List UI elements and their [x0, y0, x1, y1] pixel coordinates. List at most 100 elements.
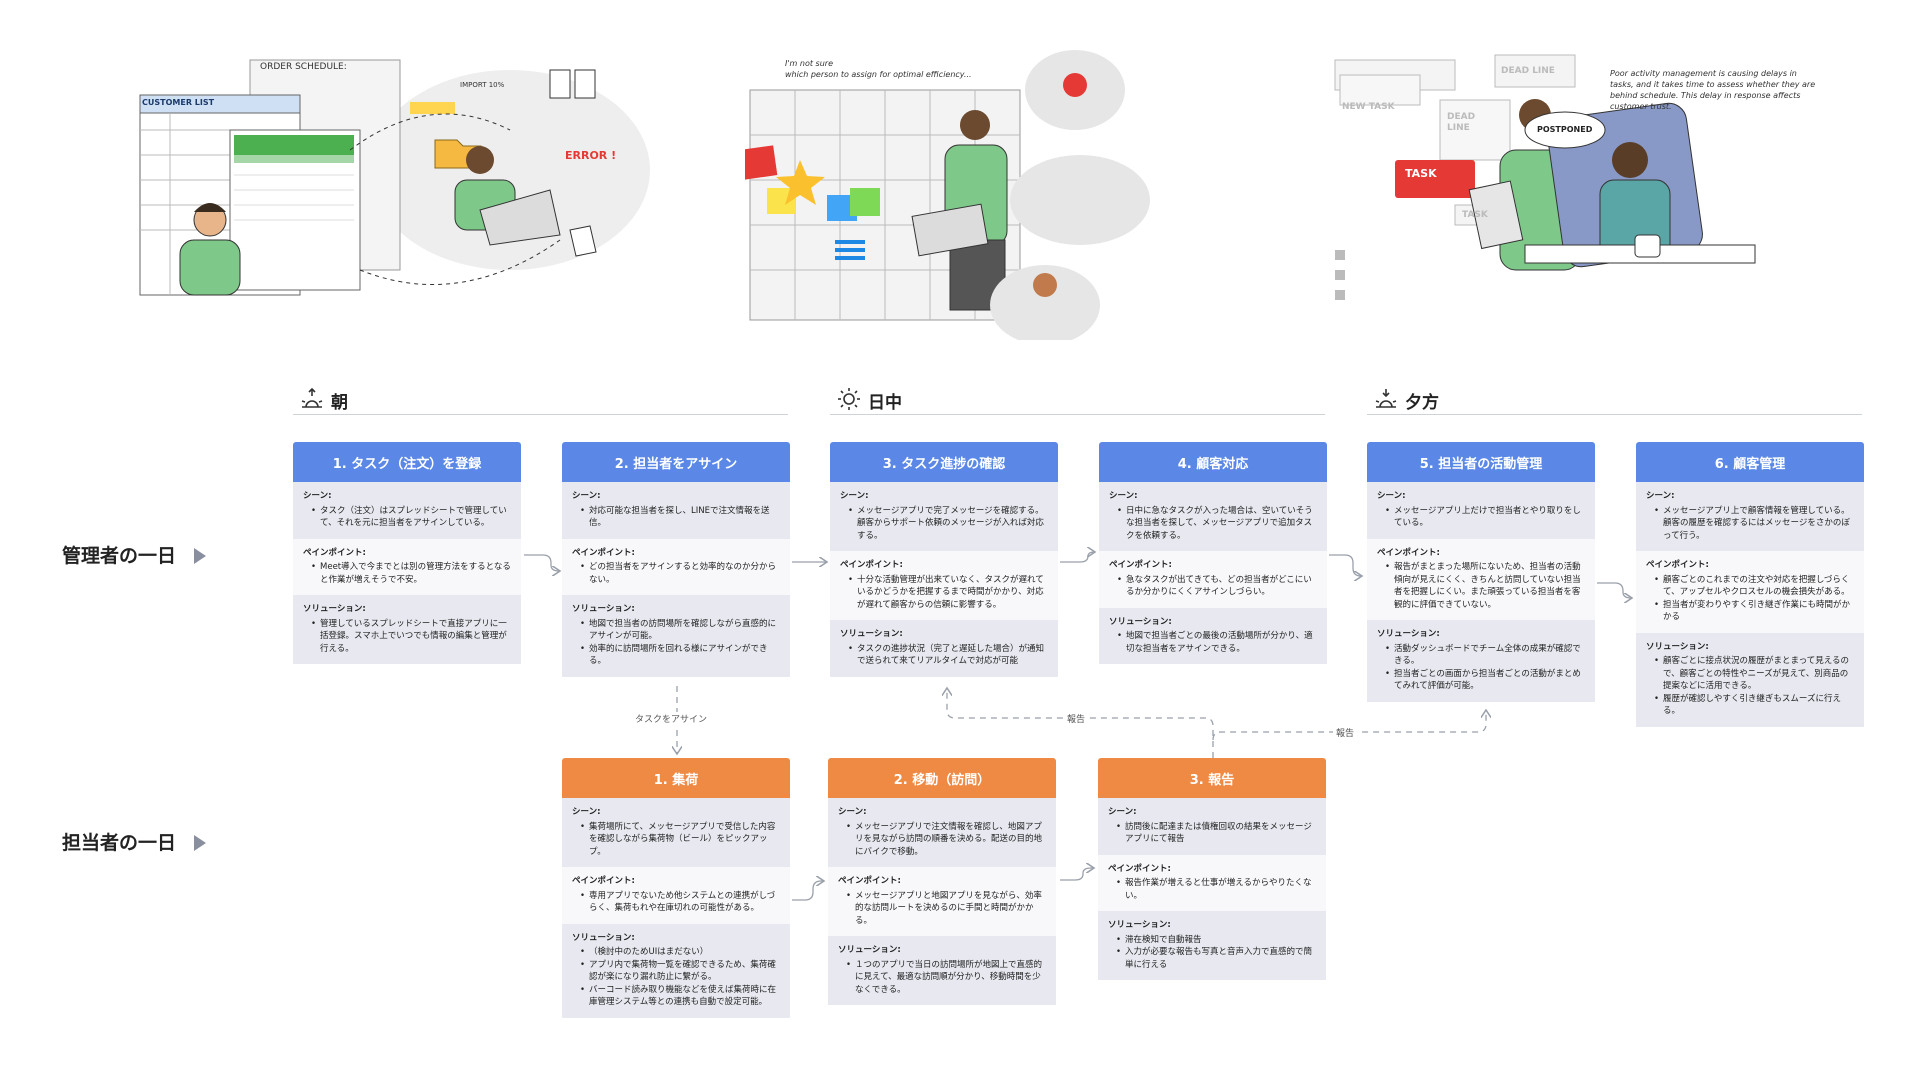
card-title: 3. 報告 — [1098, 758, 1326, 798]
pain-section: ペインポイント:どの担当者をアサインすると効率的なのか分からない。 — [562, 538, 790, 595]
scene-item: メッセージアプリで注文情報を確認し、地図アプリを見ながら訪問の順番を決める。配送… — [846, 821, 1046, 859]
manager-card-5: 5. 担当者の活動管理 シーン: メッセージアプリ上だけで担当者とやり取りをしてい… — [1367, 442, 1595, 702]
flow-label-report-2: 報告 — [1333, 726, 1358, 739]
sun-icon — [838, 388, 860, 410]
pain-item: メッセージアプリと地図アプリを見ながら、効率的な訪問ルートを決めるのに手間と時間… — [846, 890, 1046, 928]
connector-m3-m4 — [1060, 552, 1095, 563]
connector-m4-m5 — [1329, 554, 1362, 576]
solution-item: 地図で担当者の訪問場所を確認しながら直感的にアサインが可能。 — [580, 618, 780, 643]
pain-item: 報告作業が増えると仕事が増えるからやりたくない。 — [1116, 877, 1316, 902]
section-title: ソリューション: — [572, 604, 635, 614]
scene-section: シーン:日中に急なタスクが入った場合は、空いていそうな担当者を探して、メッセージ… — [1099, 482, 1327, 551]
solution-section: ソリューション: 管理しているスプレッドシートで直接アプリに一括登録。スマホ上でい… — [293, 595, 521, 664]
section-title: ペインポイント: — [838, 876, 901, 886]
solution-item: アプリ内で集荷物一覧を確認できるため、集荷確認が楽になり漏れ防止に繋がる。 — [580, 959, 780, 984]
phase-label: 日中 — [868, 393, 902, 413]
section-title: ペインポイント: — [1109, 560, 1172, 570]
manager-card-1: 1. タスク（注文）を登録 シーン:タスク（注文）はスプレッドシートで管理してい… — [293, 442, 521, 664]
scene-item: タスク（注文）はスプレッドシートで管理していて、それを元に担当者をアサインしてい… — [311, 505, 511, 530]
section-title: シーン: — [1109, 491, 1138, 501]
staff-card-1: 1. 集荷 シーン:集荷場所にて、メッセージアプリで受信した内容を確認しながら集… — [562, 758, 790, 1018]
connector-m1-m2 — [524, 554, 560, 571]
scene-section: シーン:対応可能な担当者を探し、LINEで注文情報を送信。 — [562, 482, 790, 539]
illustration-spreadsheets: ORDER SCHEDULE: CUSTOMER LIST IMPORT 10%… — [130, 40, 650, 340]
pain-item: 担当者が変わりやすく引き継ぎ作業にも時間がかかる — [1654, 599, 1854, 624]
card-title: 1. タスク（注文）を登録 — [293, 442, 521, 482]
pain-section: ペインポイント: メッセージアプリと地図アプリを見ながら、効率的な訪問ルートを決め… — [828, 867, 1056, 936]
illustration-postponed: NEW TASK DEAD LINE DEAD LINE TASK TASK P… — [1325, 40, 1885, 340]
order-schedule-label: ORDER SCHEDULE: — [260, 62, 347, 72]
play-arrow-icon — [194, 835, 207, 851]
solution-item: 地図で担当者ごとの最後の活動場所が分かり、適切な担当者をアサインできる。 — [1117, 630, 1317, 655]
pain-item: Meet導入で今までとは別の管理方法をするとなると作業が増えそうで不安。 — [311, 561, 511, 586]
solution-item: バーコード読み取り機能などを使えば集荷時に在庫管理システム等との連携も自動で設定… — [580, 984, 780, 1009]
pain-item: 専用アプリでないため他システムとの連携がしづらく、集荷もれや在庫切れの可能性があ… — [580, 890, 780, 915]
connector-m5-m6 — [1597, 582, 1632, 598]
section-title: ソリューション: — [572, 932, 635, 943]
tag-new-task: NEW TASK — [1342, 102, 1395, 112]
phase-label: 朝 — [331, 393, 348, 413]
section-title: ペインポイント: — [1377, 547, 1440, 558]
scene-section: シーン: 集荷場所にて、メッセージアプリで受信した内容を確認しながら集荷物（ビール… — [562, 798, 790, 867]
staff-card-2: 2. 移動（訪問） シーン:メッセージアプリで注文情報を確認し、地図アプリを見な… — [828, 758, 1056, 1005]
scene-item: 対応可能な担当者を探し、LINEで注文情報を送信。 — [580, 505, 780, 530]
pain-section: ペインポイント: 専用アプリでないため他システムとの連携がしづらく、集荷もれや在庫… — [562, 867, 790, 924]
section-title: シーン: — [1646, 491, 1675, 501]
section-title: ペインポイント: — [1108, 863, 1171, 874]
manager-card-6: 6. 顧客管理 シーン:メッセージアプリ上で顧客情報を管理している。顧客の履歴を… — [1636, 442, 1864, 727]
solution-item: 滞在検知で自動報告 — [1116, 934, 1316, 947]
solution-item: 効率的に訪問場所を回れる様にアサインができる。 — [580, 643, 780, 668]
section-title: ペインポイント: — [840, 560, 903, 570]
manager-card-2: 2. 担当者をアサイン シーン:対応可能な担当者を探し、LINEで注文情報を送信… — [562, 442, 790, 677]
scene-section: シーン: メッセージアプリ上だけで担当者とやり取りをしている。 — [1367, 482, 1595, 539]
tag-task: TASK — [1462, 210, 1488, 220]
pain-item: 急なタスクが出てきても、どの担当者がどこにいるか分かりにくくアサインしづらい。 — [1117, 574, 1317, 599]
section-title: ソリューション: — [1108, 920, 1171, 930]
customer-list-label: CUSTOMER LIST — [142, 98, 215, 107]
scene2-speech: I'm not sure which person to assign for … — [785, 59, 972, 79]
pain-item: 十分な活動管理が出来ていなく、タスクが遅れているかどうかを把握するまで時間がかか… — [848, 574, 1048, 612]
section-title: ソリューション: — [303, 604, 366, 614]
staff-card-3: 3. 報告 シーン:訪問後に配達または債権回収の結果をメッセージアプリにて報告 … — [1098, 758, 1326, 980]
section-title: シーン: — [1108, 807, 1137, 817]
section-title: ソリューション: — [1109, 616, 1172, 627]
pain-section: ペインポイント: 十分な活動管理が出来ていなく、タスクが遅れているかどうかを把握す… — [830, 551, 1058, 620]
sunset-icon — [1375, 389, 1397, 408]
card-title: 6. 顧客管理 — [1636, 442, 1864, 482]
solution-item: １つのアプリで当日の訪問場所が地図上で直感的に見えて、最適な訪問順が分かり、移動… — [846, 959, 1046, 997]
solution-section: ソリューション:活動ダッシュボードでチーム全体の成果が確認できる。担当者ごとの画… — [1367, 620, 1595, 702]
section-title: シーン: — [572, 807, 601, 817]
section-title: ペインポイント: — [572, 876, 635, 886]
pain-item: 報告がまとまった場所にないため、担当者の活動傾向が見えにくく、きちんと訪問してい… — [1385, 561, 1585, 611]
scene-section: シーン: 訪問後に配達または債権回収の結果をメッセージアプリにて報告 — [1098, 798, 1326, 855]
scene-section: シーン:メッセージアプリで完了メッセージを確認する。顧客からサポート依頼のメッセ… — [830, 482, 1058, 551]
phase-daytime: 日中 — [830, 385, 1325, 415]
scene-section: シーン:メッセージアプリ上で顧客情報を管理している。顧客の履歴を確認するにはメッ… — [1636, 482, 1864, 551]
solution-section: ソリューション: 地図で担当者ごとの最後の活動場所が分かり、適切な担当者をアサイン… — [1099, 607, 1327, 664]
card-title: 5. 担当者の活動管理 — [1367, 442, 1595, 482]
row-label-manager: 管理者の一日 — [62, 541, 207, 568]
section-title: シーン: — [1377, 491, 1406, 501]
solution-item: タスクの進捗状況（完了と遅延した場合）が通知で送られて来てリアルタイムで対応が可… — [848, 643, 1048, 668]
card-title: 4. 顧客対応 — [1099, 442, 1327, 482]
pain-item: どの担当者をアサインすると効率的なのか分からない。 — [580, 561, 780, 586]
scene-item: 集荷場所にて、メッセージアプリで受信した内容を確認しながら集荷物（ビール）をピッ… — [580, 821, 780, 859]
solution-item: （検討中のためUIはまだない） — [580, 946, 780, 959]
sunrise-icon — [301, 387, 323, 408]
row-label-text: 管理者の一日 — [62, 545, 177, 567]
pain-section: ペインポイント: 報告作業が増えると仕事が増えるからやりたくない。 — [1098, 854, 1326, 911]
section-title: ソリューション: — [1377, 629, 1440, 639]
scene-item: 訪問後に配達または債権回収の結果をメッセージアプリにて報告 — [1116, 821, 1316, 846]
solution-item: 管理しているスプレッドシートで直接アプリに一括登録。スマホ上でいつでも情報の編集… — [311, 618, 511, 656]
connector-s1-s2 — [792, 881, 824, 901]
connector-s2-s3 — [1060, 868, 1094, 881]
scene-section: シーン:タスク（注文）はスプレッドシートで管理していて、それを元に担当者をアサイ… — [293, 482, 521, 539]
section-title: ソリューション: — [840, 629, 903, 639]
section-title: シーン: — [838, 807, 867, 817]
tag-dead-line-2: DEAD LINE — [1447, 112, 1476, 133]
card-title: 3. タスク進捗の確認 — [830, 442, 1058, 482]
section-title: ペインポイント: — [1646, 560, 1709, 570]
scene-item: メッセージアプリ上だけで担当者とやり取りをしている。 — [1385, 505, 1585, 530]
pain-section: ペインポイント: 報告がまとまった場所にないため、担当者の活動傾向が見えにくく、き… — [1367, 538, 1595, 620]
